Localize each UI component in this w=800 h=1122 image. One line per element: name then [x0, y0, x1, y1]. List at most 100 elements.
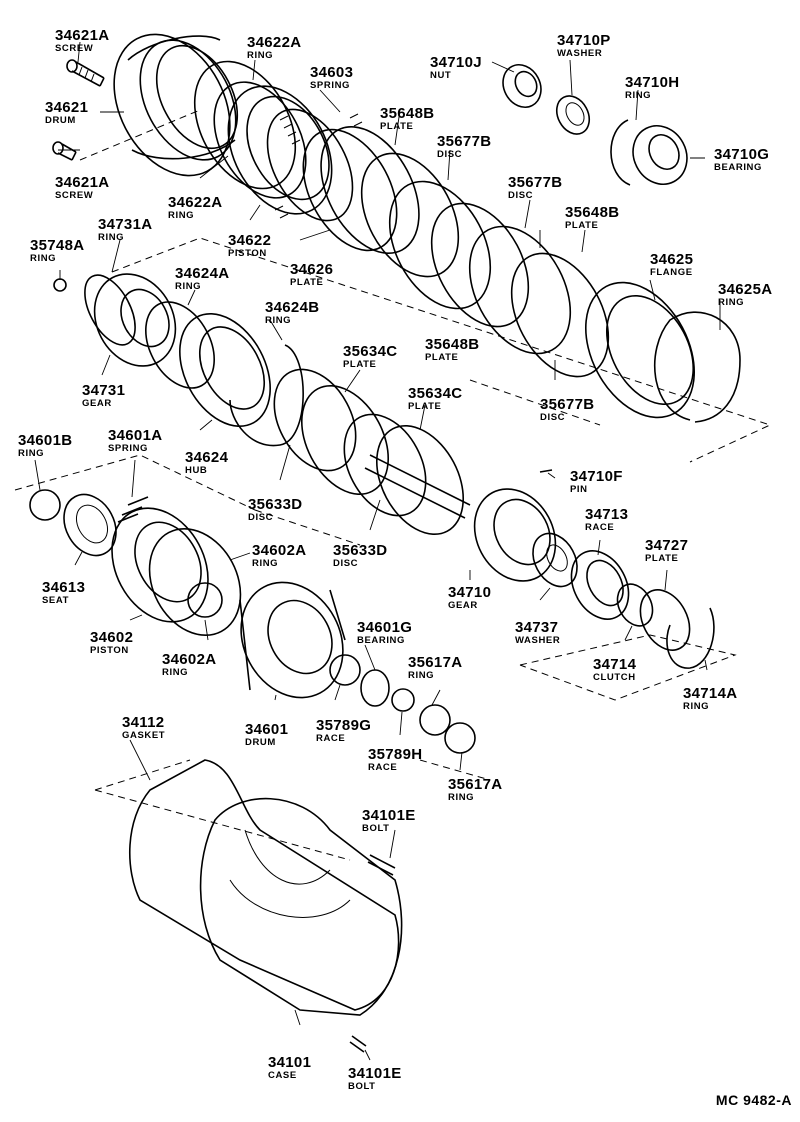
part-number: 34713	[585, 506, 629, 523]
part-number: 34101E	[362, 807, 416, 824]
part-number: 35648B	[565, 204, 620, 221]
part-number: 34101E	[348, 1065, 402, 1082]
part-number: 34602	[90, 629, 134, 646]
ring-35617a-2	[444, 722, 476, 754]
seat-34613	[63, 493, 117, 557]
part-number: 35789H	[368, 746, 423, 763]
part-name: RING	[408, 670, 435, 681]
part-name: BEARING	[357, 635, 406, 646]
part-name: GEAR	[448, 600, 478, 611]
assembly-boundary-upper	[79, 109, 772, 463]
part-number: 34602A	[162, 651, 217, 668]
disc-35677b-3	[510, 252, 610, 378]
part-number: 35648B	[425, 336, 480, 353]
part-name: RACE	[316, 733, 346, 744]
hub-34624	[179, 312, 271, 428]
part-name: BOLT	[362, 823, 390, 834]
plate-35634c-2	[375, 424, 465, 536]
part-number: 34710H	[625, 74, 680, 91]
part-name: DISC	[540, 412, 566, 423]
ring-34714a	[666, 607, 715, 669]
part-number: 34613	[42, 579, 86, 596]
part-number: 34621A	[55, 174, 110, 191]
part-name: RING	[168, 210, 195, 221]
part-number: 35634C	[408, 385, 463, 402]
part-name: RING	[683, 701, 710, 712]
part-number: 34601G	[357, 619, 413, 636]
part-name: CASE	[268, 1070, 297, 1081]
part-number: 34625	[650, 251, 694, 268]
part-name: RING	[98, 232, 125, 243]
assembly-boundary-case	[94, 759, 491, 861]
drum-34621	[113, 33, 239, 177]
part-number: 34622A	[247, 34, 302, 51]
part-name: RING	[252, 558, 279, 569]
part-number: 35633D	[333, 542, 388, 559]
case-34101	[199, 797, 403, 1016]
part-name: RING	[175, 281, 202, 292]
part-name: WASHER	[515, 635, 561, 646]
bearing-34710g	[632, 125, 688, 185]
part-number: 35748A	[30, 237, 85, 254]
part-name: NUT	[430, 70, 452, 81]
ring-34622a-inner	[213, 81, 307, 199]
washer-34737	[532, 532, 578, 588]
washer-34710p	[555, 95, 591, 135]
part-number: 35634C	[343, 343, 398, 360]
assembly-boundary-middle	[14, 379, 601, 546]
part-number: 34622A	[168, 194, 223, 211]
part-number: 34731	[82, 382, 126, 399]
part-name: DISC	[508, 190, 534, 201]
disc-35633d-1	[273, 368, 357, 472]
part-number: 34101	[268, 1054, 312, 1071]
part-number: 35617A	[448, 776, 503, 793]
drum-34601	[239, 581, 346, 699]
part-number: 34710G	[714, 146, 770, 163]
part-name: PISTON	[228, 248, 267, 259]
part-name: RACE	[585, 522, 615, 533]
diagram-code: MC 9482-A	[715, 1092, 792, 1108]
part-name: PLATE	[565, 220, 599, 231]
part-number: 35633D	[248, 496, 303, 513]
part-name: RING	[247, 50, 274, 61]
race-35789h	[391, 688, 415, 712]
part-number: 34710F	[570, 468, 623, 485]
part-number: 34710P	[557, 32, 611, 49]
leader-lines	[34, 41, 721, 1061]
part-number: 35617A	[408, 654, 463, 671]
part-name: RING	[162, 667, 189, 678]
part-number: 34112	[122, 714, 165, 731]
part-name: GEAR	[82, 398, 112, 409]
part-name: PISTON	[90, 645, 129, 656]
part-name: PLATE	[343, 359, 377, 370]
part-name: RING	[625, 90, 652, 101]
plate-35648b-3	[468, 225, 572, 355]
